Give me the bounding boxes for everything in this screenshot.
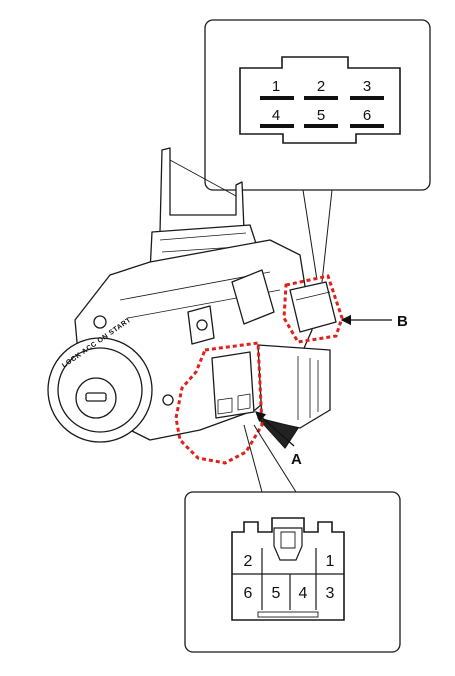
connector-a-pin-3: 3 [326, 585, 335, 602]
connector-b-pin-5: 5 [317, 107, 325, 124]
connector-b-pin-2: 2 [317, 78, 325, 95]
connector-b-highlight [282, 274, 344, 344]
connector-b-pin-4: 4 [272, 107, 280, 124]
connector-a-pin-5: 5 [272, 585, 281, 602]
connector-b-pin-3: 3 [363, 78, 371, 95]
connector-b-pin-6: 6 [363, 107, 371, 124]
connector-a-highlight [174, 341, 264, 465]
callout-b-label: B [397, 313, 408, 330]
connector-b-pin-bars [260, 96, 384, 128]
callout-a-label: A [291, 451, 302, 468]
connector-b-inset: 1 2 3 4 5 6 [204, 19, 431, 283]
connector-a-pin-6: 6 [244, 585, 253, 602]
connector-a-inset: 2 1 6 5 4 3 [184, 424, 401, 653]
connector-a-pin-2: 2 [244, 553, 253, 570]
ignition-switch-body [47, 147, 337, 449]
connector-a-pin-4: 4 [299, 585, 308, 602]
connector-b-pin-1: 1 [272, 78, 280, 95]
connector-a-pin-1: 1 [326, 553, 335, 570]
